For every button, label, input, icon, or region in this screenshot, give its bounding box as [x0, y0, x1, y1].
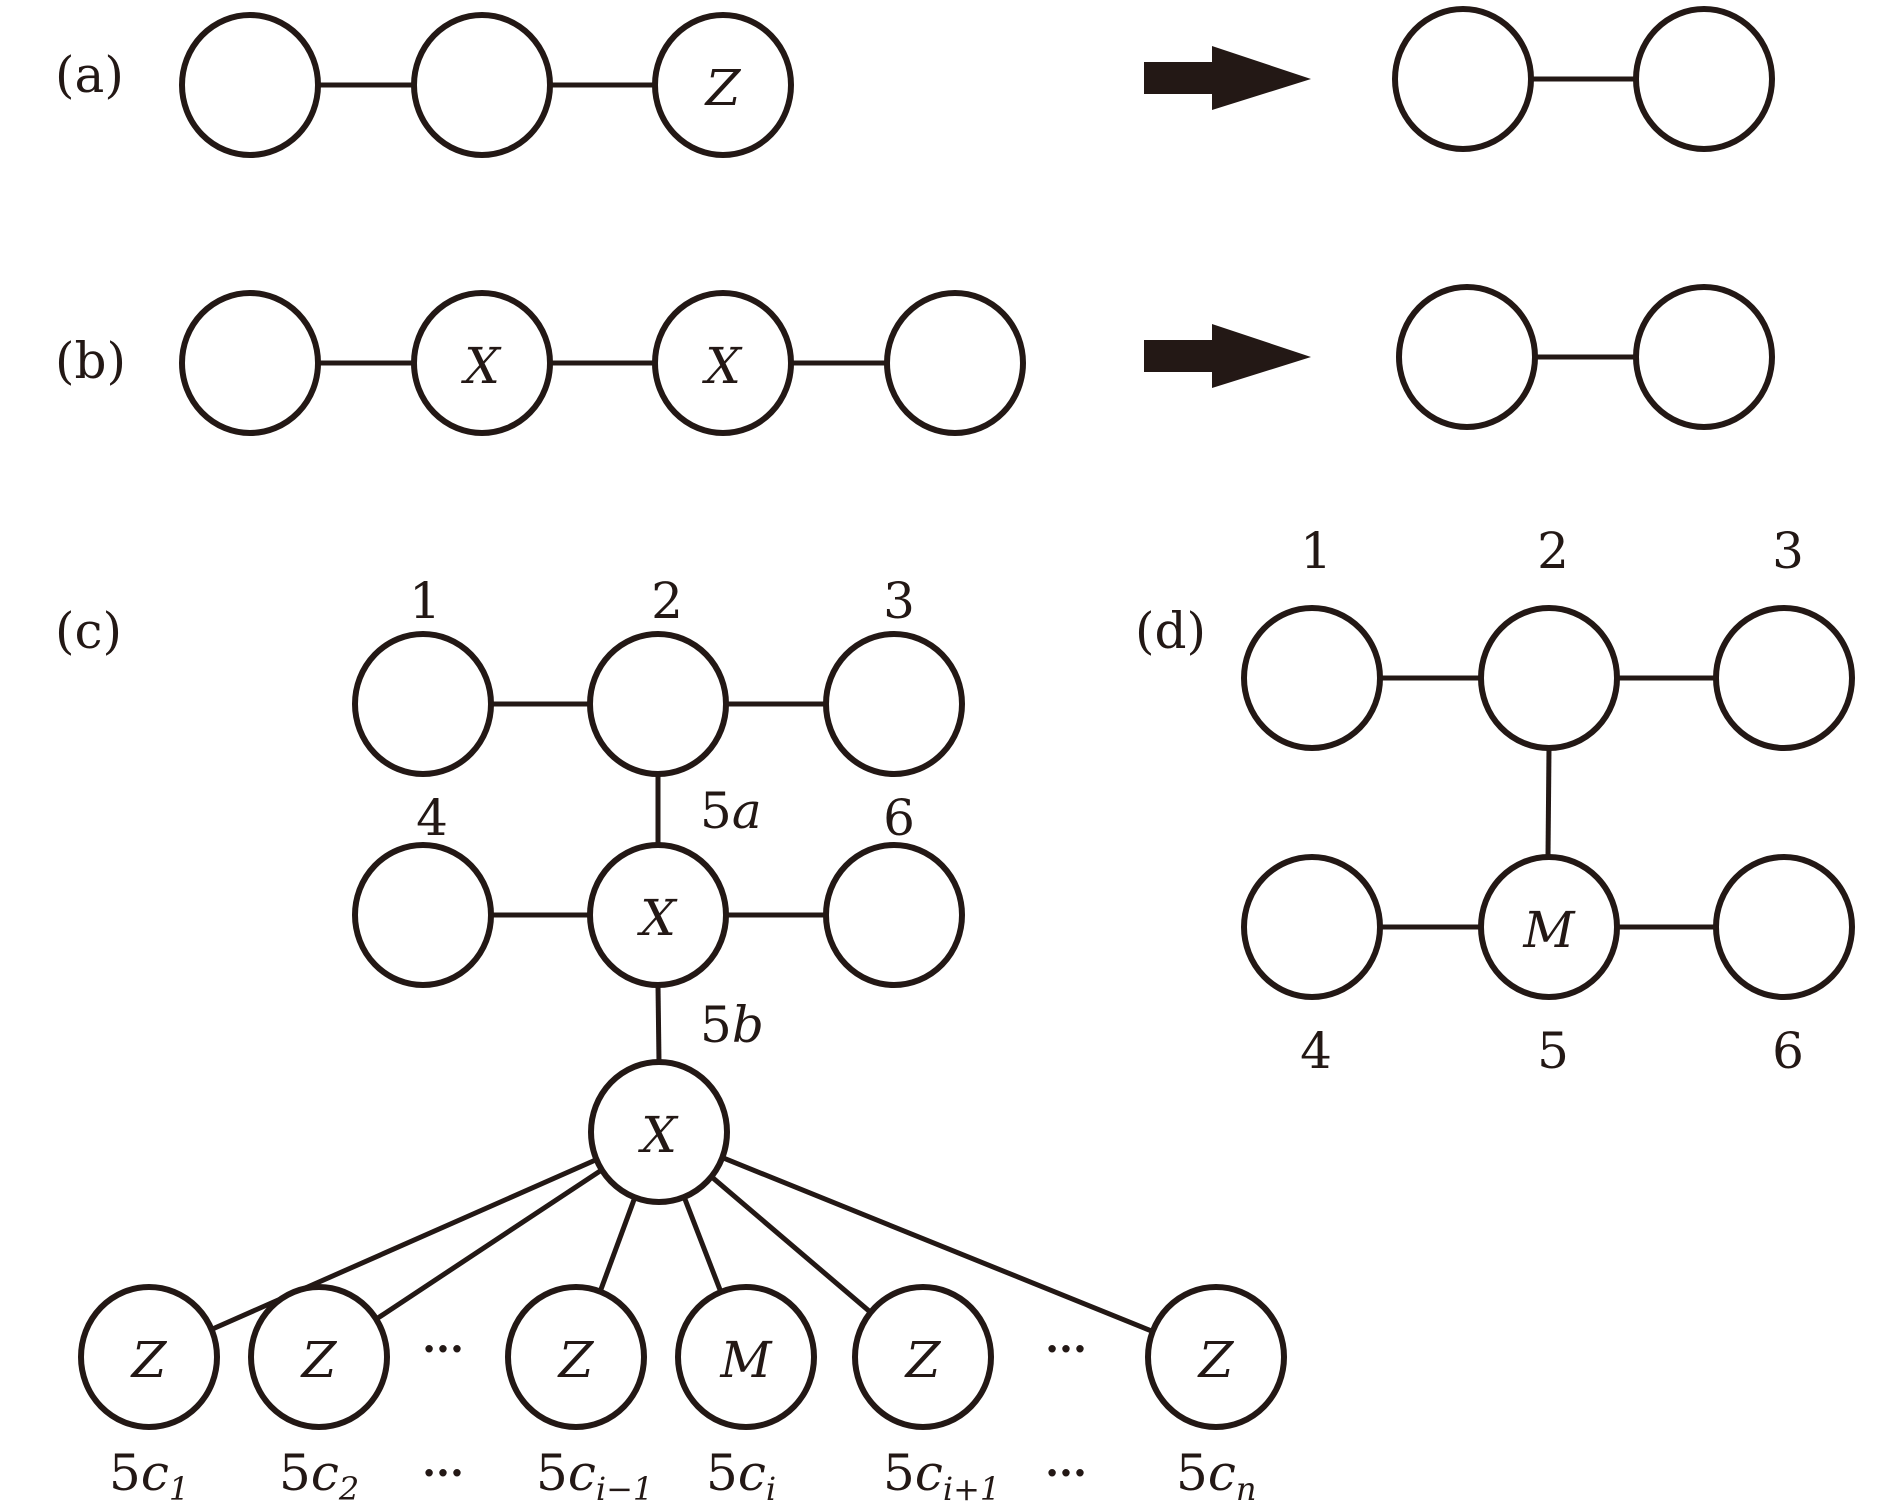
graph-node-x [652, 290, 794, 436]
ellipsis: ··· [422, 1326, 464, 1373]
node-number-label: 1 [1300, 522, 1332, 580]
ellipsis: ··· [1045, 1326, 1087, 1373]
node-text: X [637, 1106, 679, 1164]
panel-c: 1 2 3 X 4 6 5a 5b X Z 5c1 Z 5c2 Z 5ci−1 M 5ci Z 5… [78, 572, 1287, 1508]
fan-edge [719, 1154, 1156, 1335]
panel-a: Z [179, 6, 1775, 158]
graph-node [1633, 6, 1775, 152]
graph-node-child [1145, 1284, 1287, 1430]
edge-5b [655, 984, 662, 1063]
node-number-label: 6 [883, 789, 915, 847]
panel-label-d: (d) [1135, 602, 1206, 660]
node-number-label: 3 [883, 572, 915, 630]
node-text: X [701, 337, 743, 395]
graph-node [1396, 284, 1538, 430]
edge-label-5b: 5b [700, 996, 764, 1054]
graph-node-2 [587, 631, 729, 777]
panel-label-a: (a) [55, 46, 124, 104]
fan-edge [680, 1192, 725, 1297]
node-text: M [719, 1331, 773, 1389]
panel-d: M 1 2 3 4 5 6 [1241, 522, 1855, 1080]
child-label: 5ci+1 [883, 1444, 1000, 1508]
graph-node-1 [352, 631, 494, 777]
node-text: Z [557, 1331, 595, 1389]
graph-node-child [248, 1284, 390, 1430]
graph-node-child [675, 1284, 817, 1430]
node-text: Z [904, 1331, 942, 1389]
fan-edge [596, 1193, 639, 1296]
graph-node-child [505, 1284, 647, 1430]
graph-node-x [411, 290, 553, 436]
graph-node-6 [823, 842, 965, 988]
right-arrow-icon [1144, 46, 1311, 110]
fan-edge [372, 1166, 606, 1323]
fan-edge [707, 1172, 875, 1317]
graph-node-1 [1241, 605, 1383, 751]
graph-node-x [587, 842, 729, 988]
child-label: 5c1 [109, 1444, 189, 1508]
graph-node-6 [1713, 854, 1855, 1000]
edge [1545, 747, 1552, 858]
node-text: Z [300, 1331, 338, 1389]
graph-node [884, 290, 1026, 436]
node-number-label: 2 [1537, 522, 1569, 580]
child-label: 5ci−1 [536, 1444, 653, 1508]
node-number-label: 2 [651, 572, 683, 630]
graph-node-child [78, 1284, 220, 1430]
ellipsis: ··· [422, 1450, 464, 1497]
graph-node-4 [352, 842, 494, 988]
node-number-label: 5 [1537, 1022, 1569, 1080]
graph-node [179, 290, 321, 436]
node-text: Z [130, 1331, 168, 1389]
node-text: X [636, 889, 678, 947]
graph-node [1633, 284, 1775, 430]
right-arrow-icon [1144, 324, 1311, 388]
graph-node-child [852, 1284, 994, 1430]
graph-node-x-hub [588, 1059, 730, 1205]
node-number-label: 3 [1772, 522, 1804, 580]
child-label: 5ci [706, 1444, 776, 1508]
panel-label-b: (b) [55, 332, 126, 390]
node-text: X [460, 337, 502, 395]
node-number-label: 4 [416, 789, 448, 847]
node-number-label: 6 [1772, 1022, 1804, 1080]
graph-node-2 [1478, 605, 1620, 751]
ellipsis: ··· [1045, 1450, 1087, 1497]
edge-label-5a: 5a [700, 782, 762, 840]
node-number-label: 1 [409, 572, 441, 630]
graph-node [179, 12, 321, 158]
graph-node [1392, 6, 1534, 152]
node-text: M [1522, 901, 1576, 959]
graph-node-z [652, 12, 794, 158]
child-label: 5cn [1176, 1444, 1256, 1508]
graph-node [411, 12, 553, 158]
node-number-label: 4 [1300, 1022, 1332, 1080]
graph-node-3 [823, 631, 965, 777]
graph-node-3 [1713, 605, 1855, 751]
graph-node-m [1478, 854, 1620, 1000]
graph-node-4 [1241, 854, 1383, 1000]
node-text: Z [704, 59, 742, 117]
node-text: Z [1197, 1331, 1235, 1389]
child-label: 5c2 [279, 1444, 359, 1508]
panel-label-c: (c) [55, 602, 122, 660]
children-row: Z 5c1 Z 5c2 Z 5ci−1 M 5ci Z 5ci+1 Z 5cn [78, 1284, 1287, 1508]
panel-b: X X [179, 284, 1775, 436]
